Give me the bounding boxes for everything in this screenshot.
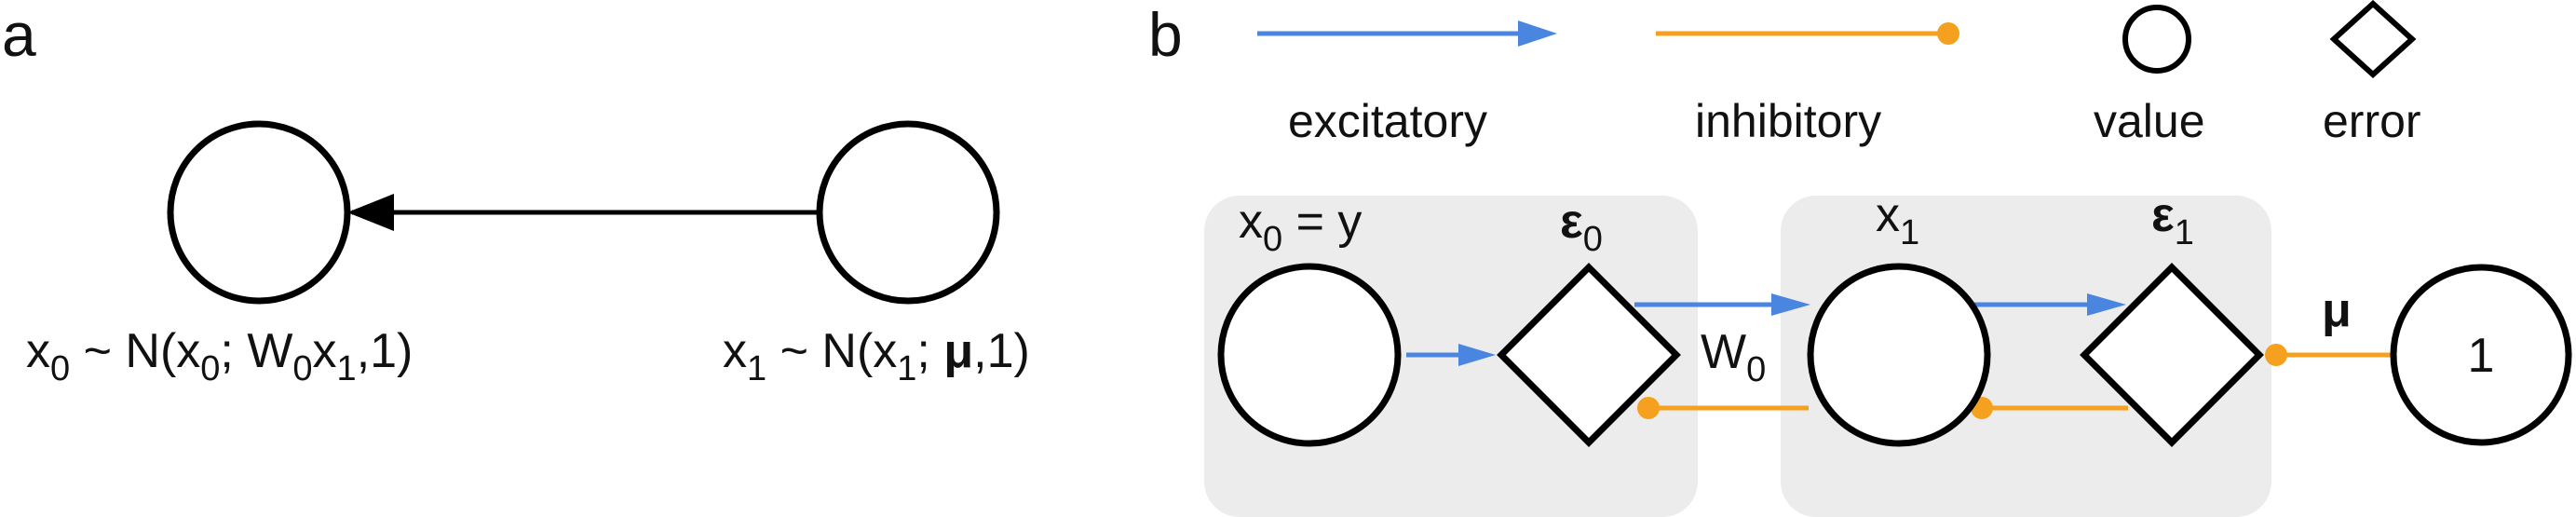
eps1-label-base: ε	[2151, 188, 2175, 242]
eps0-label-sub: 0	[1583, 220, 1603, 259]
x0-label: x0 = y	[1239, 195, 1362, 259]
eps0-label: ε0	[1560, 195, 1603, 259]
x1-dist-sep: ;	[916, 324, 943, 378]
legend-value-label: value	[2094, 95, 2205, 147]
eps1-label-sub: 1	[2175, 213, 2194, 252]
panel-b: b excitatory inhibitory value error	[1148, 0, 2572, 517]
x1-to-eps1-arrowhead	[2087, 293, 2126, 316]
x0-distribution-label: x0 ~ N(x0; W0x1,1)	[26, 324, 413, 388]
x0-dist-x1: x	[313, 324, 337, 378]
prior-value-text: 1	[2468, 329, 2495, 383]
legend-excitatory-arrowhead	[1518, 20, 1557, 47]
legend-inhibitory-label: inhibitory	[1695, 95, 1881, 147]
x0-value-node	[1217, 263, 1402, 447]
x0-dist-tail: ,1)	[357, 324, 414, 378]
eps0-error-node	[1497, 263, 1681, 447]
x0-to-eps0-arrowhead	[1458, 344, 1496, 366]
panel-b-letter: b	[1148, 0, 1183, 69]
x0-dist-mid: ~ N(x	[70, 324, 200, 378]
eps0-label-base: ε	[1560, 195, 1583, 249]
x1-label-sub: 1	[1900, 213, 1919, 252]
eps1-error-node	[2080, 263, 2264, 447]
panel-a: a x0 ~ N(x0; W0x1,1) x1 ~ N(x1; μ,1)	[2, 0, 1030, 388]
x1-dist-x-sub: 1	[747, 349, 766, 388]
prior-to-eps1-inhibitory-dot	[2265, 344, 2287, 366]
prior-value-node	[2390, 264, 2572, 446]
legend-value-icon	[2122, 5, 2191, 74]
x1-to-eps0-inhibitory-dot	[1637, 397, 1660, 419]
x1-dist-mid: ~ N(x	[766, 324, 897, 378]
legend-excitatory-label: excitatory	[1288, 95, 1487, 147]
x0-dist-w-sub: 0	[292, 349, 312, 388]
x1-label-base: x	[1876, 188, 1900, 242]
x1-dist-mu: μ	[943, 324, 973, 378]
x1-dist-tail: ,1)	[973, 324, 1030, 378]
x0-dist-x1-sub: 1	[337, 349, 357, 388]
x0-label-base: x	[1239, 195, 1263, 249]
legend-inhibitory-dot	[1937, 22, 1959, 45]
eps0-to-x1-arrowhead	[1771, 293, 1810, 316]
legend-error-icon	[2329, 0, 2417, 79]
mu-label: μ	[2322, 283, 2352, 337]
x1-dist-mid-sub: 1	[897, 349, 916, 388]
legend-error-label: error	[2323, 95, 2421, 147]
w0-label-sub: 0	[1746, 350, 1766, 389]
legend: excitatory inhibitory value error	[1257, 0, 2421, 147]
x0-dist-mid-sub: 0	[200, 349, 220, 388]
x1-distribution-label: x1 ~ N(x1; μ,1)	[723, 324, 1030, 388]
x1-value-node	[816, 120, 1000, 305]
x1-value-node	[1807, 263, 1991, 447]
x0-dist-x: x	[26, 324, 50, 378]
w0-label: W0	[1701, 325, 1766, 389]
x0-value-node	[167, 120, 351, 305]
x1-label: x1	[1876, 188, 1919, 252]
panel-a-letter: a	[2, 0, 36, 69]
x0-dist-x-sub: 0	[50, 349, 70, 388]
x0-dist-w: ; W	[220, 324, 292, 378]
x0-label-rest: = y	[1282, 195, 1362, 249]
eps1-label: ε1	[2151, 188, 2194, 252]
x0-label-sub: 0	[1263, 220, 1282, 259]
w0-label-base: W	[1701, 325, 1746, 379]
x1-dist-x: x	[723, 324, 747, 378]
